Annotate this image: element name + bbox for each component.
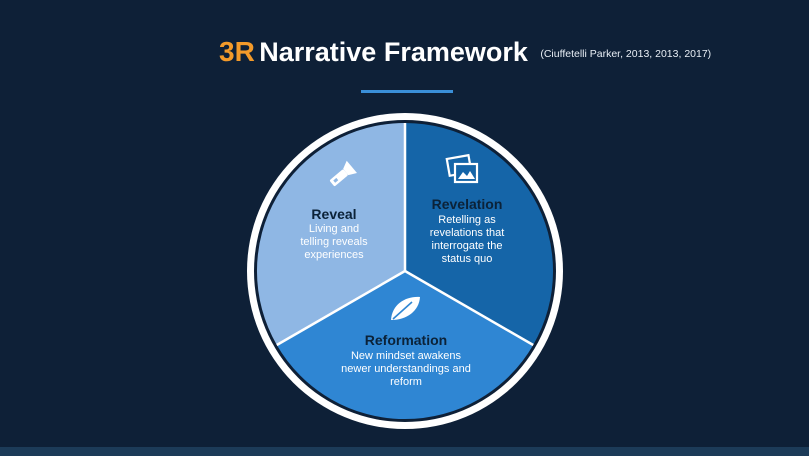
flashlight-icon <box>329 160 357 187</box>
reformation-line-3: reform <box>390 376 422 388</box>
leaf-icon <box>391 296 420 320</box>
reveal-line-3: experiences <box>304 249 364 261</box>
separator-left <box>276 269 406 347</box>
segment-reveal <box>256 123 405 345</box>
title-main: Narrative Framework <box>259 37 528 67</box>
segment-revelation <box>405 122 554 345</box>
separator-right <box>404 269 534 347</box>
pictures-icon <box>445 153 479 184</box>
slide-title: 3R Narrative Framework (Ciuffetelli Park… <box>219 36 711 68</box>
title-divider <box>361 90 453 93</box>
title-accent: 3R <box>219 36 255 67</box>
reveal-line-1: Living and <box>309 223 359 235</box>
title-citation: (Ciuffetelli Parker, 2013, 2013, 2017) <box>540 48 712 60</box>
revelation-line-1: Retelling as <box>438 214 496 226</box>
revelation-line-3: interrogate the <box>432 240 503 252</box>
reformation-title: Reformation <box>365 332 447 348</box>
slide-bottom-bar <box>0 447 809 456</box>
revelation-line-4: status quo <box>442 253 493 265</box>
reformation-line-2: newer understandings and <box>341 363 471 375</box>
reveal-title: Reveal <box>311 206 356 222</box>
reveal-line-2: telling reveals <box>300 236 368 248</box>
revelation-title: Revelation <box>432 196 503 212</box>
reformation-line-1: New mindset awakens <box>351 350 462 362</box>
revelation-line-2: revelations that <box>430 227 505 239</box>
